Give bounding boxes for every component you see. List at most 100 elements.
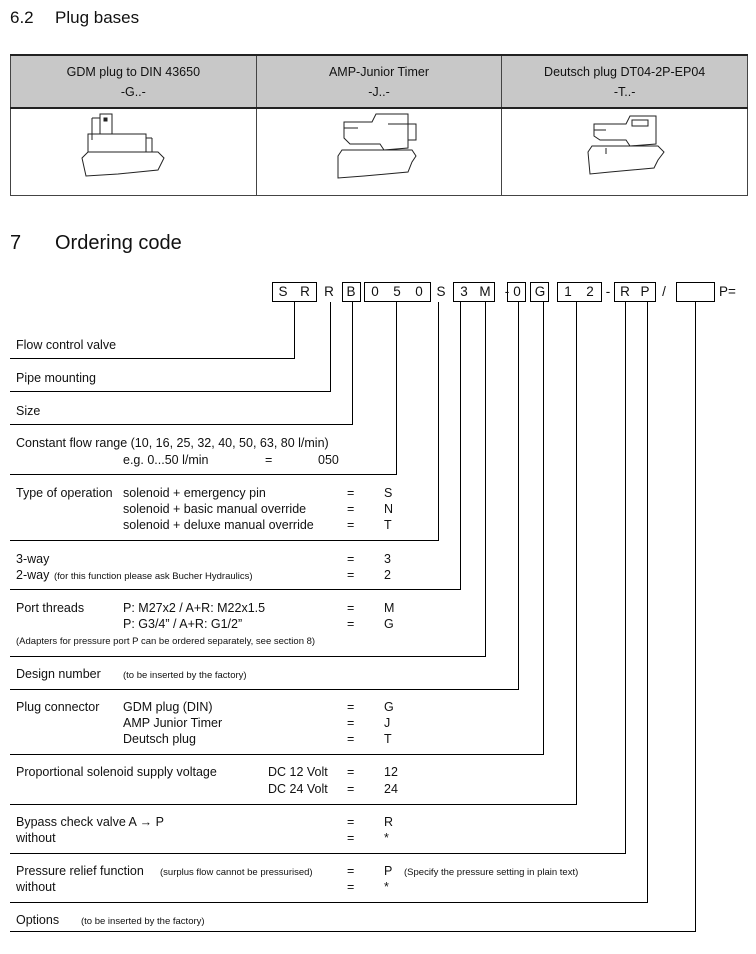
row-plug-option: Deutsch plug (123, 732, 196, 746)
code-box-group (530, 282, 549, 302)
plug-header-row: GDM plug to DIN 43650-G..- AMP-Junior Ti… (10, 54, 748, 109)
row-voltage-label: Proportional solenoid supply voltage (16, 765, 217, 779)
code-suffix: P= (719, 284, 736, 299)
plug-name: AMP-Junior Timer (328, 64, 429, 79)
equals-sign: = (347, 864, 355, 878)
code-value: G (384, 700, 394, 714)
connector-horizontal-line (10, 804, 577, 805)
code-value: 12 (384, 765, 398, 779)
code-box-group (453, 282, 495, 302)
code-char: P (640, 284, 650, 299)
section-7-number: 7 (10, 232, 22, 254)
plug-header-amp: AMP-Junior Timer-J..- (255, 54, 503, 109)
row-flow-range: Constant flow range (10, 16, 25, 32, 40,… (16, 436, 329, 450)
equals-sign: = (347, 617, 355, 631)
code-char: B (346, 284, 356, 299)
code-char: 0 (513, 284, 521, 299)
plug-name: GDM plug to DIN 43650 (66, 64, 201, 79)
plug-bases-table: GDM plug to DIN 43650-G..- AMP-Junior Ti… (10, 54, 748, 196)
code-value: T (384, 518, 392, 532)
equals-sign: = (347, 880, 355, 894)
plug-drawing-cell (10, 107, 257, 196)
code-char: S (278, 284, 288, 299)
equals-sign: = (347, 732, 355, 746)
connector-vertical-line (543, 302, 544, 754)
code-char: 3 (460, 284, 468, 299)
row-size: Size (16, 404, 41, 418)
connector-vertical-line (460, 302, 461, 589)
connector-vertical-line (396, 302, 397, 474)
code-box-group (272, 282, 317, 302)
connector-vertical-line (695, 302, 696, 931)
row-bypass: Bypass check valve A → P (16, 815, 164, 829)
row-plug-option: GDM plug (DIN) (123, 700, 213, 714)
code-char: R (300, 284, 310, 299)
connector-vertical-line (576, 302, 577, 804)
connector-horizontal-line (10, 589, 461, 590)
plug-drawing-cell (501, 107, 748, 196)
section-6-2-title: Plug bases (55, 8, 140, 27)
code-char: 5 (393, 284, 401, 299)
connector-vertical-line (438, 302, 439, 540)
connector-horizontal-line (10, 853, 626, 854)
row-pressure-relief-note: (surplus flow cannot be pressurised) (160, 867, 313, 878)
connector-vertical-line (330, 302, 331, 391)
code-value: P (384, 864, 393, 878)
code-dash: - (504, 284, 510, 299)
row-port-note: (Adapters for pressure port P can be ord… (16, 636, 316, 647)
row-pipe-mounting: Pipe mounting (16, 371, 96, 385)
equals-sign: = (347, 831, 355, 845)
connector-vertical-line (294, 302, 295, 358)
equals-sign: = (347, 700, 355, 714)
code-char: 1 (564, 284, 572, 299)
row-voltage-option: DC 24 Volt (268, 782, 328, 796)
amp-plug-drawing-icon (337, 113, 417, 179)
plug-code: -T..- (613, 84, 636, 99)
equals-sign: = (347, 502, 355, 516)
code-char: 0 (371, 284, 379, 299)
deutsch-plug-drawing-icon (587, 115, 665, 175)
row-operation-option: solenoid + deluxe manual override (123, 518, 314, 532)
gdm-plug-drawing-icon (81, 113, 165, 177)
code-value: 2 (384, 568, 391, 582)
row-options-note: (to be inserted by the factory) (81, 916, 205, 927)
connector-vertical-line (352, 302, 353, 424)
connector-vertical-line (485, 302, 486, 656)
row-operation-label: Type of operation (16, 486, 113, 500)
equals-sign: = (347, 552, 355, 566)
row-bypass-without: without (16, 831, 56, 845)
equals-sign: = (347, 518, 355, 532)
connector-horizontal-line (10, 902, 648, 903)
plug-name: Deutsch plug DT04-2P-EP04 (544, 64, 706, 79)
connector-horizontal-line (10, 391, 331, 392)
code-value: M (384, 601, 395, 615)
code-box-group (614, 282, 656, 302)
code-value: S (384, 486, 393, 500)
row-design-number: Design number (16, 667, 101, 681)
connector-horizontal-line (10, 424, 353, 425)
code-slash: / (662, 284, 666, 299)
code-char: R (620, 284, 630, 299)
equals-sign: = (347, 716, 355, 730)
row-2way-note: (for this function please ask Bucher Hyd… (54, 571, 253, 582)
row-plug-option: AMP Junior Timer (123, 716, 223, 730)
equals-sign: = (347, 601, 355, 615)
connector-vertical-line (647, 302, 648, 902)
row-port-option: P: G3/4” / A+R: G1/2” (123, 617, 243, 631)
row-flow-range-value: 050 (318, 453, 339, 467)
code-box-group (557, 282, 602, 302)
connector-horizontal-line (10, 474, 397, 475)
code-dash: - (605, 284, 611, 299)
row-flow-control: Flow control valve (16, 338, 117, 352)
equals-sign: = (265, 453, 273, 467)
code-box-group (342, 282, 361, 302)
code-value: * (384, 831, 389, 845)
row-2way: 2-way (16, 568, 50, 582)
row-port-option: P: M27x2 / A+R: M22x1.5 (123, 601, 266, 615)
equals-sign: = (347, 568, 355, 582)
row-design-note: (to be inserted by the factory) (123, 670, 247, 681)
row-pressure-relief: Pressure relief function (16, 864, 144, 878)
section-7-title: Ordering code (55, 232, 182, 254)
connector-horizontal-line (10, 540, 439, 541)
row-operation-option: solenoid + emergency pin (123, 486, 266, 500)
